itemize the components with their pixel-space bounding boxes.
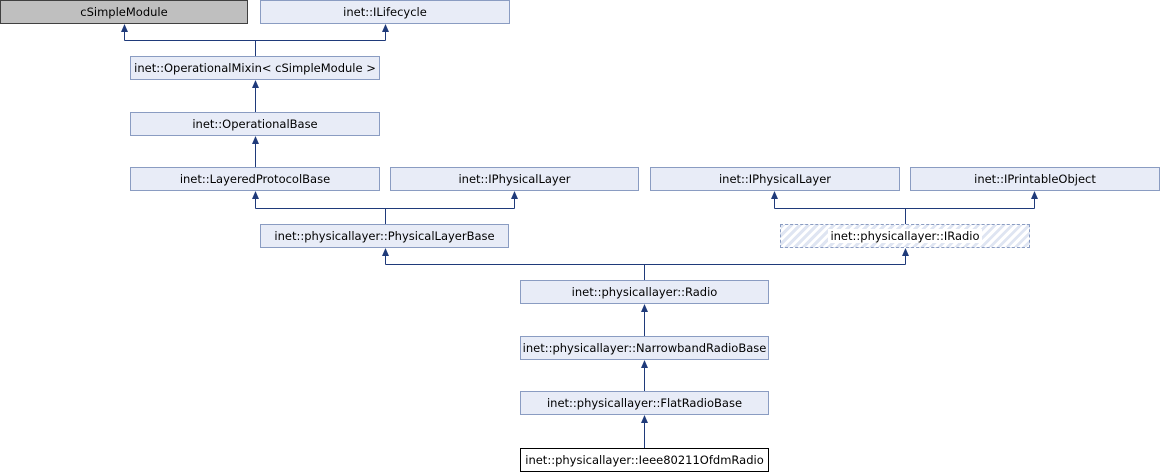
node-operational-base[interactable]: inet::OperationalBase <box>130 112 380 136</box>
node-operational-base-label: inet::OperationalBase <box>192 117 318 131</box>
node-ieee80211-ofdm-radio-label: inet::physicallayer::Ieee80211OfdmRadio <box>525 453 764 467</box>
arrow-nrb <box>641 360 648 368</box>
node-ilifecycle-label: inet::ILifecycle <box>343 5 427 19</box>
arrow-plb <box>382 248 389 256</box>
arrow-iphy2 <box>771 191 778 199</box>
arrow-csimplemodule <box>121 24 128 32</box>
node-iprintable-object[interactable]: inet::IPrintableObject <box>910 167 1160 191</box>
node-iradio-label: inet::physicallayer::IRadio <box>828 229 982 243</box>
node-iradio[interactable]: inet::physicallayer::IRadio <box>780 224 1030 248</box>
arrow-ilifecycle <box>382 24 389 32</box>
arrow-radio <box>641 304 648 312</box>
node-physical-layer-base-label: inet::physicallayer::PhysicalLayerBase <box>274 229 495 243</box>
node-iphysical-layer-1[interactable]: inet::IPhysicalLayer <box>390 167 639 191</box>
node-ieee80211-ofdm-radio: inet::physicallayer::Ieee80211OfdmRadio <box>520 448 769 472</box>
node-layered-protocol-base[interactable]: inet::LayeredProtocolBase <box>130 167 380 191</box>
arrow-iphy1 <box>511 191 518 199</box>
node-iphysical-layer-2-label: inet::IPhysicalLayer <box>718 172 832 186</box>
node-operational-mixin[interactable]: inet::OperationalMixin< cSimpleModule > <box>130 56 380 80</box>
node-narrowband-radio-base-label: inet::physicallayer::NarrowbandRadioBase <box>522 341 767 355</box>
node-flat-radio-base[interactable]: inet::physicallayer::FlatRadioBase <box>520 391 769 415</box>
node-iphysical-layer-2[interactable]: inet::IPhysicalLayer <box>650 167 900 191</box>
node-layered-protocol-base-label: inet::LayeredProtocolBase <box>179 172 331 186</box>
arrow-opbase <box>252 136 259 144</box>
arrow-mixin <box>252 80 259 88</box>
node-ilifecycle[interactable]: inet::ILifecycle <box>260 0 510 24</box>
node-flat-radio-base-label: inet::physicallayer::FlatRadioBase <box>546 396 743 410</box>
node-iprintable-object-label: inet::IPrintableObject <box>974 172 1096 186</box>
arrow-iprintable <box>1031 191 1038 199</box>
node-narrowband-radio-base[interactable]: inet::physicallayer::NarrowbandRadioBase <box>520 336 769 360</box>
arrow-lpb <box>252 191 259 199</box>
node-operational-mixin-label: inet::OperationalMixin< cSimpleModule > <box>134 61 376 75</box>
node-radio-label: inet::physicallayer::Radio <box>571 285 718 299</box>
node-csimplemodule-label: cSimpleModule <box>80 5 168 19</box>
node-physical-layer-base[interactable]: inet::physicallayer::PhysicalLayerBase <box>260 224 509 248</box>
arrow-iradio <box>902 248 909 256</box>
arrow-frb <box>641 415 648 423</box>
node-csimplemodule: cSimpleModule <box>0 0 248 24</box>
node-iphysical-layer-1-label: inet::IPhysicalLayer <box>458 172 571 186</box>
node-radio[interactable]: inet::physicallayer::Radio <box>520 280 769 304</box>
